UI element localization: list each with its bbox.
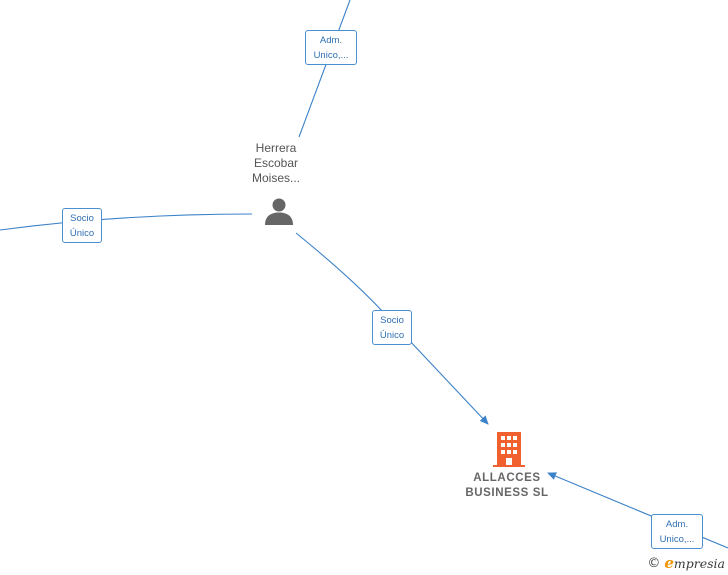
building-icon[interactable] xyxy=(493,431,525,467)
brand-logo: empresia xyxy=(664,554,725,572)
person-node-name[interactable]: Herrera Escobar Moises... xyxy=(236,141,316,186)
edge-label-bottom-admin[interactable]: Adm. Unico,... xyxy=(651,514,703,549)
edge-label-line: Unico,... xyxy=(313,49,349,61)
person-name-line: Herrera xyxy=(255,141,297,155)
person-icon[interactable] xyxy=(264,196,294,226)
edge-label-line: Socio xyxy=(70,212,94,224)
edge-label-person-company[interactable]: Socio Único xyxy=(372,310,412,345)
brand-logo-text: mpresia xyxy=(673,556,725,571)
watermark: © empresia xyxy=(647,554,725,572)
edge-label-line: Adm. xyxy=(665,518,689,530)
person-name-line: Moises... xyxy=(251,171,300,185)
brand-logo-initial: e xyxy=(664,554,674,572)
edge-label-left-socio[interactable]: Socio Único xyxy=(62,208,102,243)
edge-label-line: Socio xyxy=(380,314,404,326)
edge-left-socio xyxy=(0,213,253,231)
company-name-line: BUSINESS SL xyxy=(465,487,549,499)
edge-label-top-admin[interactable]: Adm. Unico,... xyxy=(305,30,357,65)
edge-label-line: Unico,... xyxy=(659,533,695,545)
company-name-line: ALLACCES xyxy=(473,472,541,484)
edge-label-line: Único xyxy=(379,329,405,341)
company-node-name[interactable]: ALLACCES BUSINESS SL xyxy=(455,471,559,501)
copyright-symbol: © xyxy=(647,555,661,571)
edge-label-line: Adm. xyxy=(319,34,343,46)
person-name-line: Escobar xyxy=(253,156,299,170)
edge-label-line: Único xyxy=(69,227,95,239)
edge-top-admin xyxy=(298,0,351,138)
